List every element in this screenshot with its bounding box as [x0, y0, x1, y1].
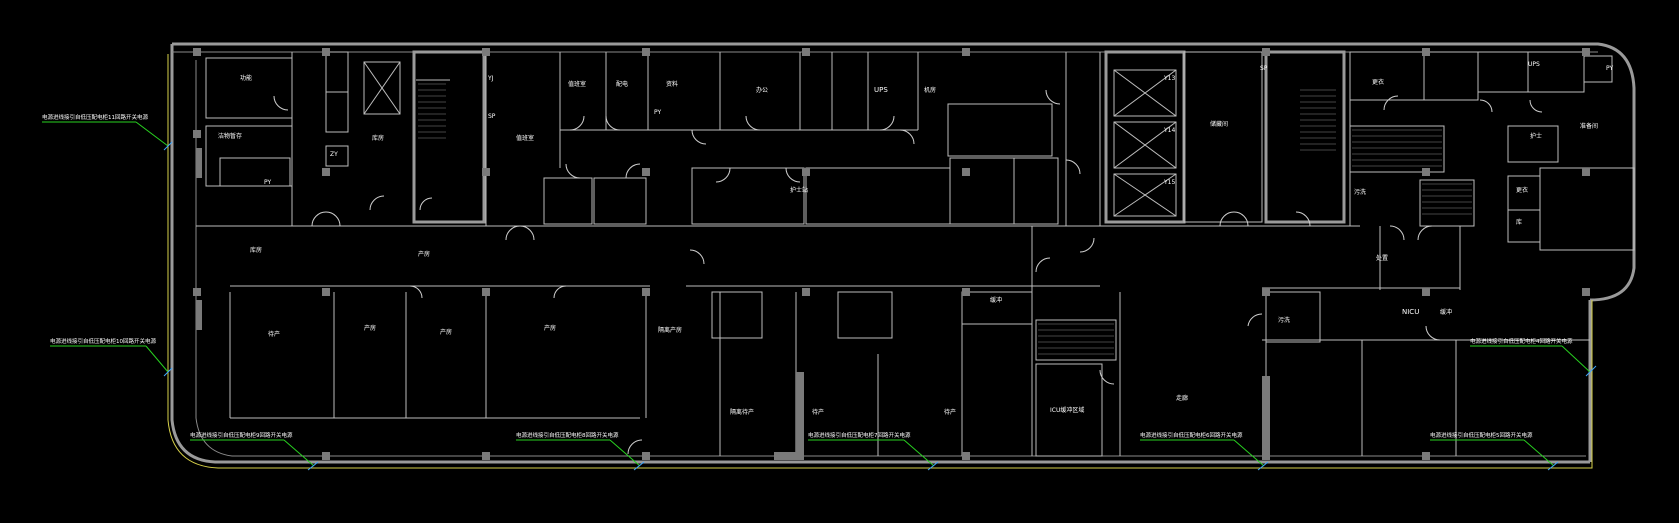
room-label: 护士站	[790, 186, 808, 194]
room-label: 洁物暂存	[218, 132, 242, 140]
annotation-bottom-5: 电源进线接引自低压配电柜5回路开关电源	[1430, 431, 1559, 471]
room-label: ICU缓冲区域	[1050, 406, 1084, 414]
room-label: 更衣	[1516, 186, 1528, 194]
annotation-text: 电源进线接引自低压配电柜8回路开关电源	[516, 431, 619, 439]
columns	[193, 48, 1590, 460]
room-label: 产房	[440, 328, 452, 336]
annotation-bottom-1: 电源进线接引自低压配电柜9回路开关电源	[190, 431, 319, 471]
room-label: 待产	[812, 408, 824, 416]
room-label: 缓冲	[990, 296, 1002, 304]
room-label: 功能	[240, 74, 252, 82]
room-label: 资料	[666, 80, 678, 88]
annotation-right: 电源进线接引自低压配电柜4回路开关电源	[1470, 337, 1597, 377]
room-label: 配电	[616, 80, 628, 88]
annotation-left-upper: 电源进线接引自低压配电柜11回路开关电源	[42, 113, 173, 151]
room-label: 待产	[268, 330, 280, 338]
room-label: 库房	[250, 246, 262, 254]
annotation-bottom-4: 电源进线接引自低压配电柜6回路开关电源	[1140, 431, 1269, 471]
room-label: ZY	[330, 151, 338, 158]
doors	[273, 89, 1543, 455]
room-label: 污洗	[1354, 188, 1366, 196]
room-label: 值班室	[516, 134, 534, 142]
annotation-left-lower: 电源进线接引自低压配电柜10回路开关电源	[50, 337, 173, 377]
room-label: PY	[264, 179, 271, 186]
room-label: 办公	[756, 86, 768, 94]
room-label: SP	[488, 113, 496, 120]
room-label: Y13	[1163, 75, 1175, 82]
corridor-walls	[196, 225, 1590, 419]
room-label: 准备间	[1580, 122, 1598, 130]
room-label: PY	[654, 109, 661, 116]
room-label: 待产	[944, 408, 956, 416]
lower-rooms	[229, 226, 1457, 457]
room-label: UPS	[1528, 61, 1540, 68]
top-rooms	[205, 50, 1101, 226]
room-label: 隔离待产	[730, 408, 754, 416]
elevator-core	[1104, 50, 1346, 224]
room-label: UPS	[874, 86, 888, 94]
annotation-text: 电源进线接引自低压配电柜7回路开关电源	[808, 431, 911, 439]
annotation-bottom-2: 电源进线接引自低压配电柜8回路开关电源	[516, 431, 645, 471]
room-label: Y14	[1163, 127, 1175, 134]
room-label: 机房	[924, 86, 936, 94]
room-label: 缓冲	[1440, 308, 1452, 316]
room-label: 库	[1516, 218, 1522, 226]
right-upper-rooms	[1349, 51, 1635, 290]
annotation-text: 电源进线接引自低压配电柜4回路开关电源	[1470, 337, 1573, 345]
annotation-text: 电源进线接引自低压配电柜9回路开关电源	[190, 431, 293, 439]
room-label: 产房	[418, 250, 430, 258]
room-label: NICU	[1402, 308, 1419, 316]
annotation-text: 电源进线接引自低压配电柜11回路开关电源	[42, 113, 148, 121]
annotation-bottom-3: 电源进线接引自低压配电柜7回路开关电源	[808, 431, 939, 471]
room-labels: 功能 洁物暂存 PY ZY 库房 YJ SP 值班室 值班室 配电 PY 资料 …	[218, 61, 1613, 416]
room-label: Y15	[1163, 179, 1175, 186]
room-label: 走廊	[1176, 394, 1188, 402]
room-label: 处置	[1376, 254, 1388, 262]
room-label: 更衣	[1372, 78, 1384, 86]
room-label: 库房	[372, 134, 384, 142]
room-label: 值班室	[568, 80, 586, 88]
room-label: 产房	[544, 324, 556, 332]
room-label: 储藏间	[1210, 120, 1228, 128]
room-label: PY	[1606, 65, 1613, 72]
room-label: SP	[1260, 65, 1268, 72]
room-label: 护士	[1530, 132, 1542, 140]
room-label: YJ	[487, 75, 494, 82]
outer-walls	[167, 42, 1636, 469]
room-label: 污洗	[1278, 316, 1290, 324]
annotation-text: 电源进线接引自低压配电柜10回路开关电源	[50, 337, 156, 345]
room-label: 隔离产房	[658, 326, 682, 334]
annotation-text: 电源进线接引自低压配电柜5回路开关电源	[1430, 431, 1533, 439]
room-label: 产房	[364, 324, 376, 332]
annotation-text: 电源进线接引自低压配电柜6回路开关电源	[1140, 431, 1243, 439]
power-annotations: 电源进线接引自低压配电柜11回路开关电源 电源进线接引自低压配电柜10回路开关电…	[42, 113, 1597, 471]
